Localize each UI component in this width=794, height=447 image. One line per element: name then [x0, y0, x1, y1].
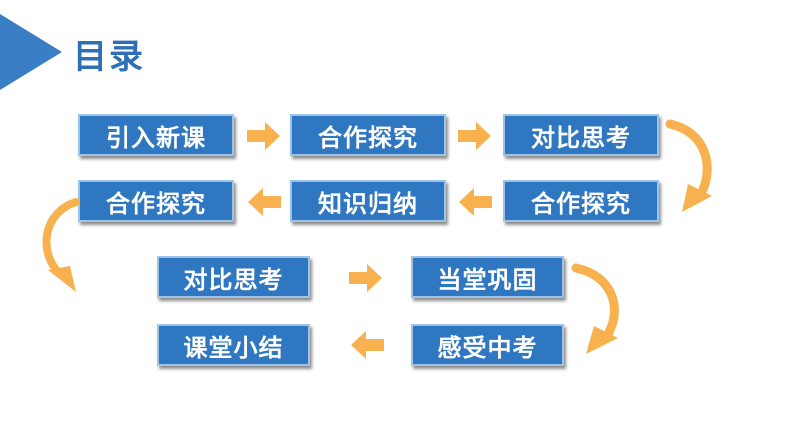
- flow-step-exam-experience[interactable]: 感受中考: [411, 324, 564, 366]
- flow-step-cooperate-3[interactable]: 合作探究: [78, 180, 234, 222]
- arrow-right-icon: [458, 122, 491, 150]
- flow-step-compare-1[interactable]: 对比思考: [503, 114, 659, 156]
- curved-arrow-down-icon: [42, 198, 80, 292]
- arrow-right-icon: [247, 122, 280, 150]
- flow-step-cooperate-2[interactable]: 合作探究: [503, 180, 659, 222]
- page-title: 目录: [73, 37, 145, 77]
- flow-step-cooperate-1[interactable]: 合作探究: [290, 114, 446, 156]
- curved-arrow-down-icon: [665, 119, 712, 212]
- arrow-left-icon: [248, 188, 281, 216]
- corner-triangle-decoration: [0, 14, 62, 90]
- arrow-right-icon: [349, 264, 382, 292]
- flow-step-summarize[interactable]: 知识归纳: [290, 180, 446, 222]
- flow-step-compare-2[interactable]: 对比思考: [157, 256, 310, 298]
- arrow-left-icon: [459, 188, 492, 216]
- curved-arrow-down-icon: [571, 263, 619, 354]
- arrow-left-icon: [351, 331, 384, 359]
- flow-step-practice[interactable]: 当堂巩固: [411, 256, 564, 298]
- flow-step-conclusion[interactable]: 课堂小结: [157, 324, 310, 366]
- flow-step-intro[interactable]: 引入新课: [78, 114, 234, 156]
